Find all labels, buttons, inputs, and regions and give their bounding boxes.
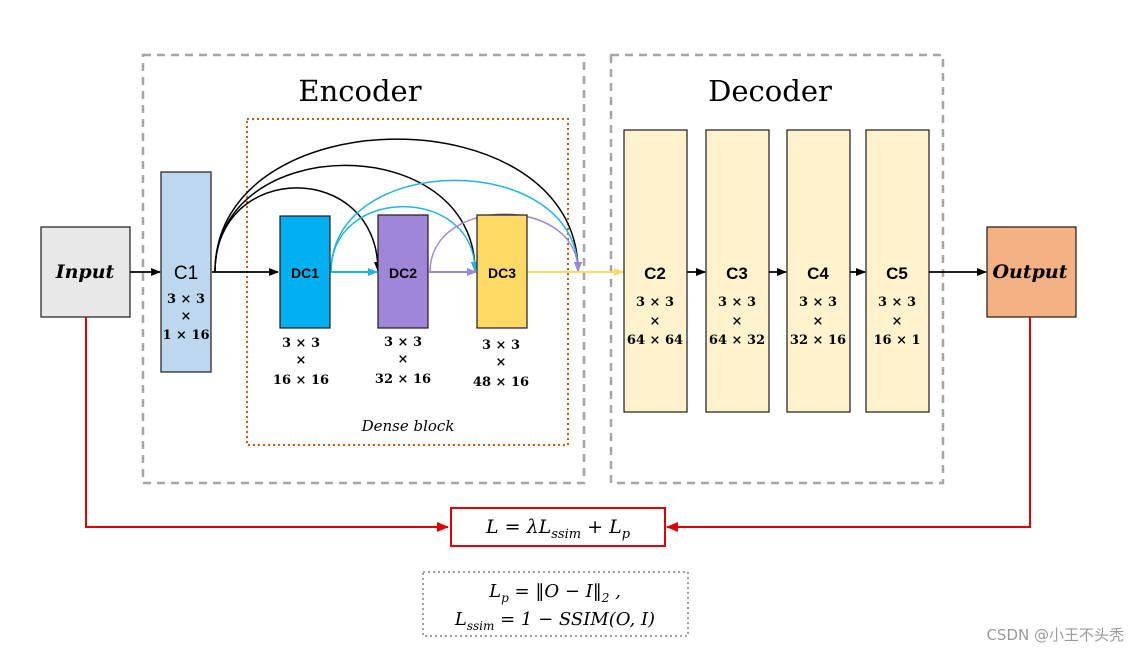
dc2-label: DC2	[389, 265, 417, 281]
c3-dim2: 64 × 32	[709, 333, 765, 348]
arc-dc2-to-concat	[429, 213, 582, 273]
c1-dim1: 3 × 3	[167, 292, 205, 307]
dc3-dim2: 48 × 16	[473, 375, 529, 390]
c5-times: ×	[892, 314, 903, 329]
dc3-label: DC3	[488, 265, 516, 281]
input-label: Input	[55, 261, 115, 283]
c3-label: C3	[726, 264, 748, 283]
c2-dim2: 64 × 64	[627, 333, 683, 348]
dc1-label: DC1	[291, 265, 319, 281]
dc2-block	[377, 214, 429, 329]
dc1-block	[279, 215, 331, 329]
decoder-title: Decoder	[708, 74, 832, 108]
c4-dim1: 3 × 3	[799, 295, 837, 310]
watermark: CSDN @小王不头秃	[986, 626, 1124, 644]
dc3-dim1: 3 × 3	[482, 338, 520, 353]
decoder-frame	[609, 53, 945, 485]
loss-line-input	[85, 317, 449, 532]
definitions-box	[422, 571, 689, 637]
arc-c1-to-dc3	[214, 164, 479, 273]
c3-times: ×	[732, 314, 743, 329]
dense-block-label: Dense block	[361, 417, 455, 435]
dc3-times: ×	[496, 355, 507, 370]
output-label: Output	[992, 261, 1067, 283]
c5-dim2: 16 × 1	[873, 333, 920, 348]
c3-block	[705, 129, 770, 413]
dc2-times: ×	[398, 352, 409, 367]
c4-dim2: 32 × 16	[790, 333, 846, 348]
c5-label: C5	[886, 264, 908, 283]
dc1-dim1: 3 × 3	[282, 336, 320, 351]
arc-dc1-to-concat	[330, 179, 582, 273]
c2-block	[623, 129, 688, 413]
c1-dim2: 1 × 16	[162, 328, 209, 343]
c4-label: C4	[807, 264, 829, 283]
arc-c1-to-dc2	[214, 187, 382, 273]
c2-times: ×	[650, 314, 661, 329]
c4-block	[786, 129, 851, 413]
dc1-dim2: 16 × 16	[273, 373, 329, 388]
loss-box	[450, 507, 666, 547]
c2-label: C2	[644, 264, 666, 283]
output-block	[986, 226, 1077, 318]
c1-label: C1	[174, 263, 198, 284]
c1-times: ×	[181, 309, 192, 324]
input-block	[40, 226, 131, 318]
dense-block-frame	[246, 118, 569, 446]
c5-block	[865, 129, 930, 413]
dc1-times: ×	[296, 353, 307, 368]
c3-dim1: 3 × 3	[718, 295, 756, 310]
encoder-title: Encoder	[298, 74, 421, 108]
dc2-dim1: 3 × 3	[384, 335, 422, 350]
loss-line-output	[666, 317, 1031, 532]
dc3-block	[476, 214, 528, 329]
arc-dc1-to-dc3	[330, 205, 479, 273]
lp-definition: Lp = ‖O − I‖2 ,	[488, 581, 621, 605]
loss-formula: L = λLssim + Lp	[485, 516, 631, 542]
c2-dim1: 3 × 3	[636, 295, 674, 310]
c4-times: ×	[813, 314, 824, 329]
dc2-dim2: 32 × 16	[375, 372, 431, 387]
c5-dim1: 3 × 3	[878, 295, 916, 310]
lssim-definition: Lssim = 1 − SSIM(O, I)	[454, 609, 655, 633]
arc-c1-to-concat	[214, 138, 582, 273]
c1-block	[160, 171, 212, 373]
